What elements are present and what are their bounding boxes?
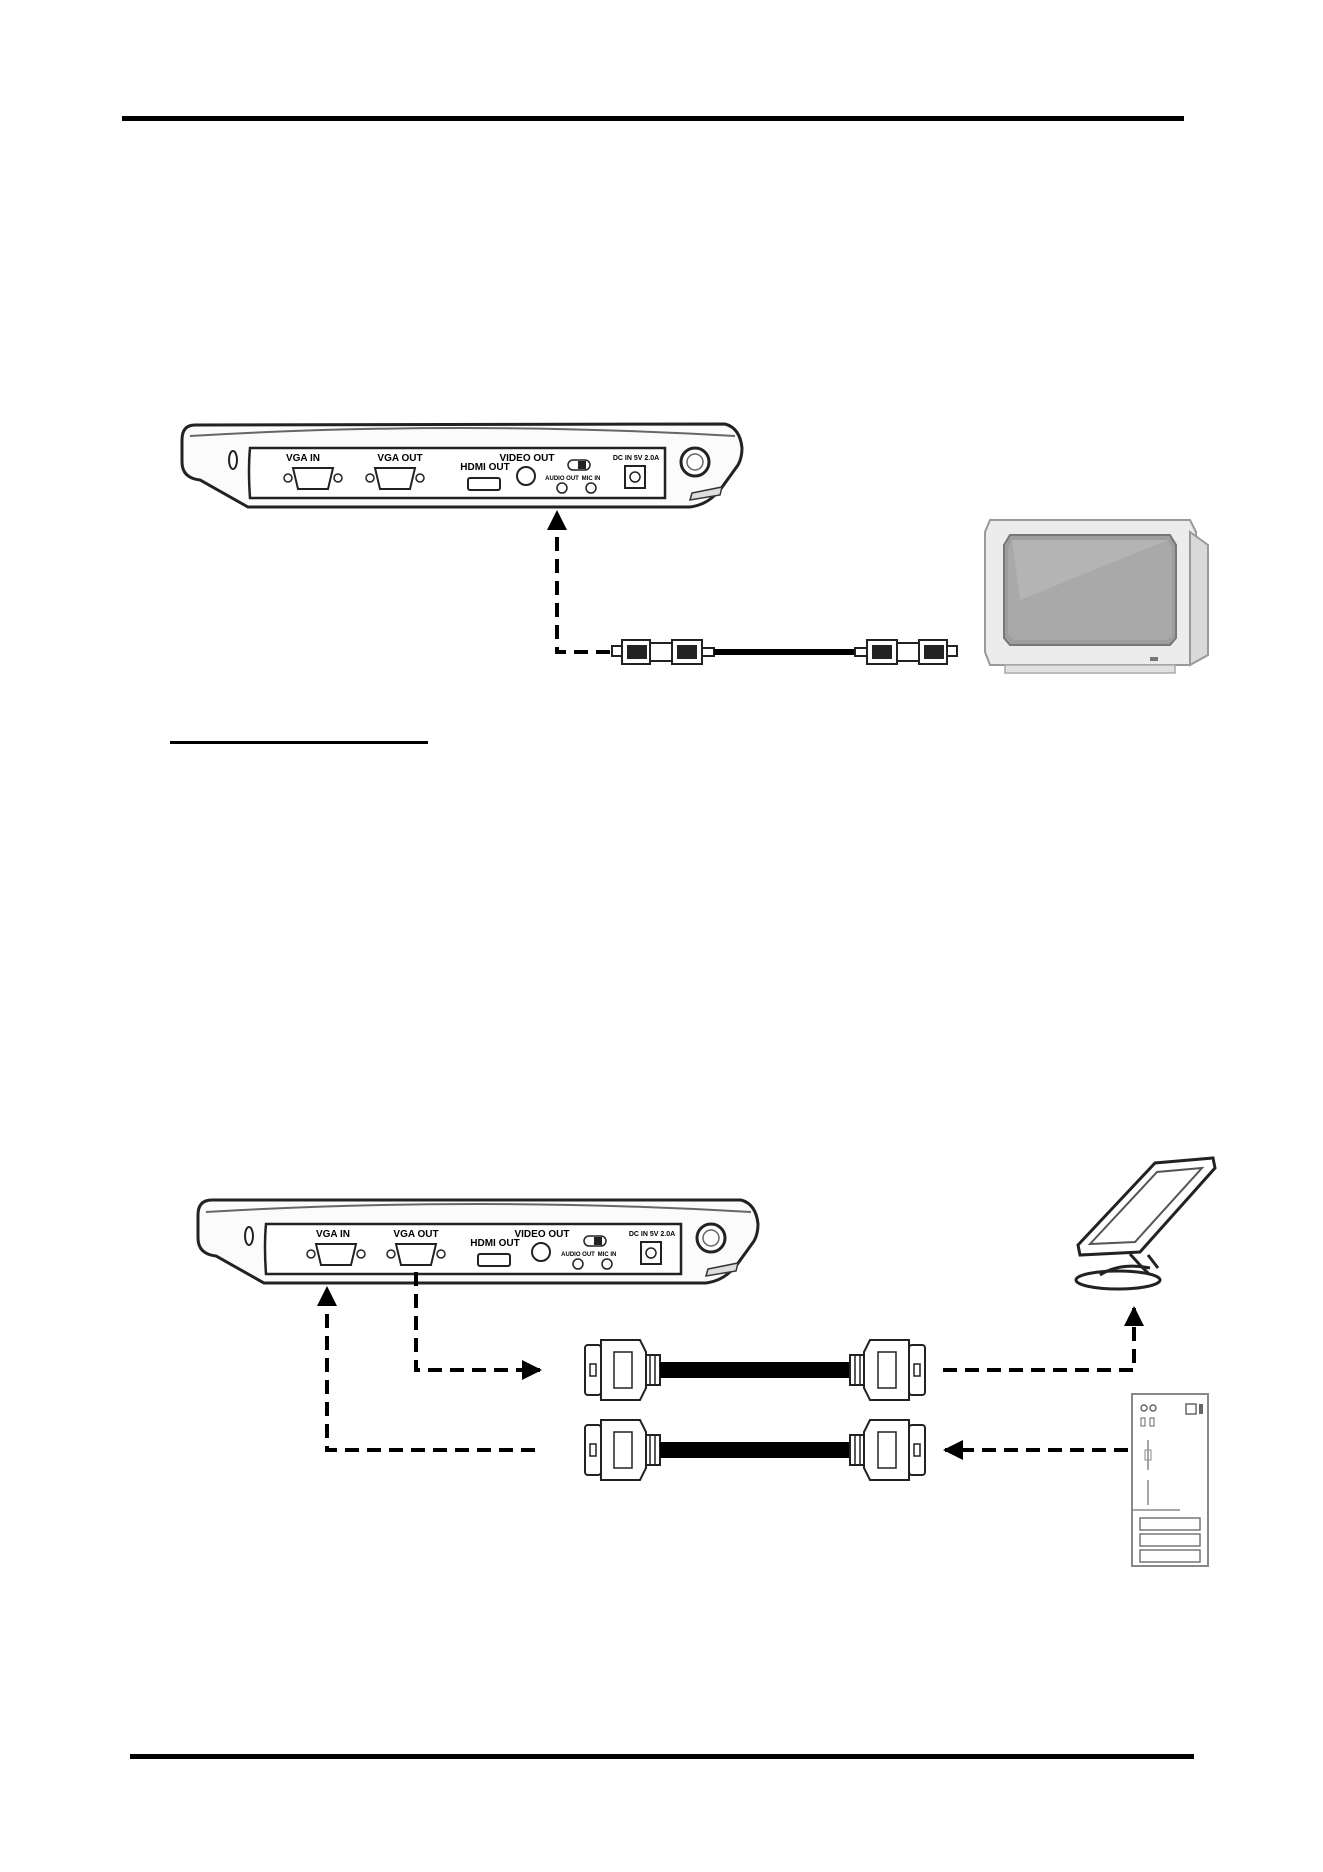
vga-in-label: VGA IN: [316, 1229, 350, 1240]
audio-out-label: AUDIO OUT: [545, 476, 579, 482]
dc-in-label: DC IN 5V 2.0A: [629, 1231, 675, 1238]
document-camera-device: VGA IN VGA OUT HDMI OUT VIDEO OUT: [182, 424, 742, 507]
monitor-signal-arrow: [943, 1308, 1134, 1370]
monitor-icon: [1076, 1158, 1215, 1289]
tv-icon: [985, 520, 1208, 673]
audio-out-port: [573, 1259, 583, 1269]
hdmi-out-label: HDMI OUT: [470, 1238, 519, 1249]
dc-in-label: DC IN 5V 2.0A: [613, 455, 659, 462]
video-out-label: VIDEO OUT: [514, 1229, 569, 1240]
vga-out-label: VGA OUT: [377, 453, 422, 464]
hdmi-out-port: [468, 478, 500, 490]
vga-in-label: VGA IN: [286, 453, 320, 464]
mic-in-port: [602, 1259, 612, 1269]
document-camera-device: VGA IN VGA OUT HDMI OUT VIDEO OUT AUDIO …: [198, 1200, 758, 1283]
hdmi-out-port: [478, 1254, 510, 1266]
vga-out-label: VGA OUT: [393, 1229, 438, 1240]
video-out-port: [532, 1243, 550, 1261]
vga-out-signal-arrow: [416, 1272, 540, 1370]
mic-in-label: MIC IN: [598, 1252, 617, 1258]
diagram-vga-connection: VGA IN VGA OUT HDMI OUT VIDEO OUT AUDIO …: [198, 1158, 1215, 1566]
audio-out-port: [557, 483, 567, 493]
audio-out-label: AUDIO OUT: [561, 1252, 595, 1258]
mic-in-port: [586, 483, 596, 493]
video-out-port: [517, 467, 535, 485]
rca-video-cable: [612, 640, 957, 664]
diagram-tv-connection: VGA IN VGA OUT HDMI OUT VIDEO OUT: [182, 424, 1208, 673]
video-out-label: VIDEO OUT: [499, 453, 554, 464]
video-signal-arrow: [557, 512, 610, 652]
vga-cable-from-pc: [585, 1420, 925, 1480]
mic-in-label: MIC IN: [582, 476, 601, 482]
vga-cable-to-monitor: [585, 1340, 925, 1400]
pc-tower-icon: [1132, 1394, 1208, 1566]
